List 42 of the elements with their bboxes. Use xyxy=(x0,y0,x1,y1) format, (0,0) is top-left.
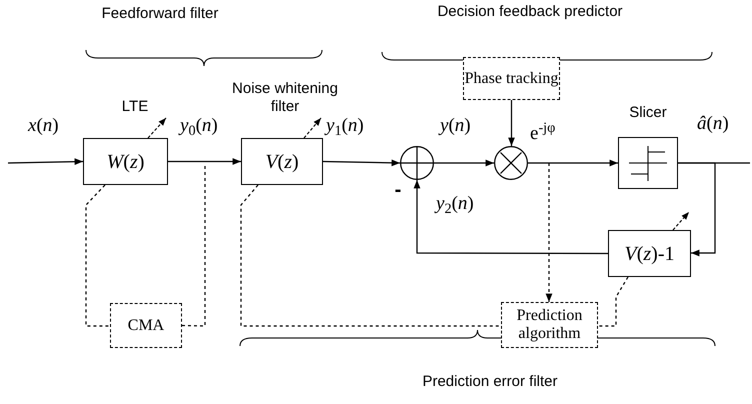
minus-sign: - xyxy=(394,180,402,200)
signal-arrow xyxy=(508,100,515,146)
signal-arrow xyxy=(322,159,400,166)
section-title: Prediction error filter xyxy=(421,374,559,389)
signal-arrow xyxy=(414,180,608,254)
block-label: Phase tracking xyxy=(464,70,558,88)
signal-label: e$^{-jφ}$ xyxy=(530,124,556,143)
filter-block xyxy=(83,138,168,185)
block-caption: Noise whitening filter xyxy=(231,80,339,116)
dashed-connector xyxy=(182,163,206,327)
filter-block xyxy=(241,138,323,185)
block-label: W(z) xyxy=(106,150,144,172)
filter-block xyxy=(608,230,691,277)
dashed-block xyxy=(463,57,560,100)
block-caption: Slicer xyxy=(628,104,668,122)
block-label: V(z) xyxy=(265,150,299,172)
signal-label: y(n) xyxy=(440,116,471,135)
section-title: Decision feedback predictor xyxy=(436,4,624,19)
signal-arrow xyxy=(678,162,716,256)
block-label: Prediction algorithm xyxy=(516,307,584,343)
block-caption: LTE xyxy=(120,98,150,116)
dashed-connector xyxy=(240,184,501,327)
signal-label: y$_{1}$(n) xyxy=(326,116,364,135)
signal-arrow xyxy=(528,160,618,166)
signal-arrow xyxy=(434,160,494,166)
slicer-box xyxy=(618,137,678,189)
signal-label: y$_{0}$(n) xyxy=(180,116,218,135)
signal-arrow xyxy=(8,158,84,166)
signal-label: y$_{2}$(n) xyxy=(436,194,474,213)
signal-arrow xyxy=(168,158,241,165)
dashed-connector xyxy=(85,184,110,327)
summing-junction xyxy=(400,146,434,180)
signal-label: â(n) xyxy=(697,114,729,133)
block-label: CMA xyxy=(128,316,164,334)
block-label: V(z)-1 xyxy=(624,242,674,264)
dashed-connector xyxy=(546,163,552,302)
multiplier-circle xyxy=(494,146,528,180)
dashed-block xyxy=(110,303,182,348)
section-title: Feedforward filter xyxy=(100,6,220,21)
dashed-connector xyxy=(598,276,629,327)
dashed-block xyxy=(501,302,598,348)
signal-label: x(n) xyxy=(28,116,59,135)
